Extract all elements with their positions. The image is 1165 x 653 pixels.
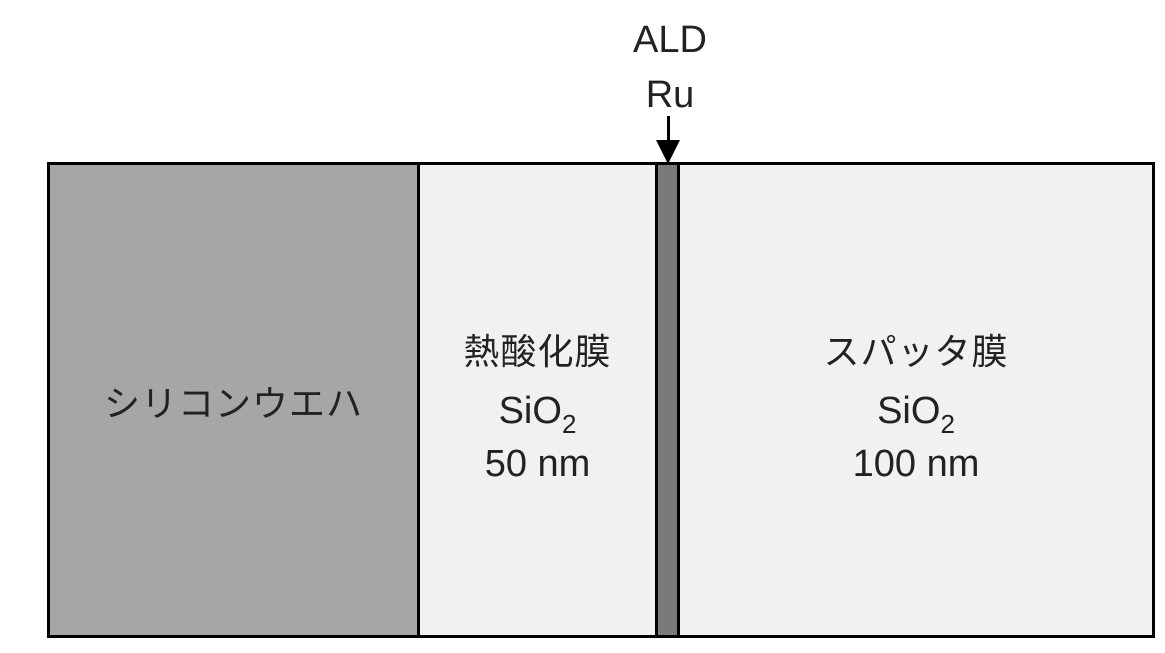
thermal-oxide-layer: 熱酸化膜 SiO2 50 nm bbox=[420, 165, 658, 635]
thermal-oxide-label: 熱酸化膜 bbox=[463, 332, 612, 373]
ald-ru-layer bbox=[658, 165, 680, 635]
formula-base: SiO bbox=[498, 390, 562, 432]
sputter-oxide-thickness: 100 nm bbox=[852, 443, 980, 485]
ru-label: Ru bbox=[645, 74, 695, 116]
silicon-wafer-layer: シリコンウエハ bbox=[50, 165, 420, 635]
layer-stack: シリコンウエハ 熱酸化膜 SiO2 50 nm スパッタ膜 SiO2 100 n… bbox=[47, 162, 1155, 638]
arrow-down-icon bbox=[656, 140, 680, 164]
arrow-shaft bbox=[667, 116, 670, 142]
thermal-oxide-thickness: 50 nm bbox=[484, 443, 591, 485]
silicon-wafer-label: シリコンウエハ bbox=[103, 384, 363, 425]
formula-subscript: 2 bbox=[561, 409, 577, 439]
formula-base: SiO bbox=[877, 390, 941, 432]
sputter-oxide-layer: スパッタ膜 SiO2 100 nm bbox=[680, 165, 1152, 635]
sputter-oxide-label: スパッタ膜 bbox=[823, 332, 1009, 373]
formula-subscript: 2 bbox=[940, 409, 955, 439]
thermal-oxide-formula: SiO2 bbox=[420, 390, 655, 437]
sputter-oxide-formula: SiO2 bbox=[680, 390, 1152, 437]
ald-label: ALD bbox=[633, 19, 707, 61]
